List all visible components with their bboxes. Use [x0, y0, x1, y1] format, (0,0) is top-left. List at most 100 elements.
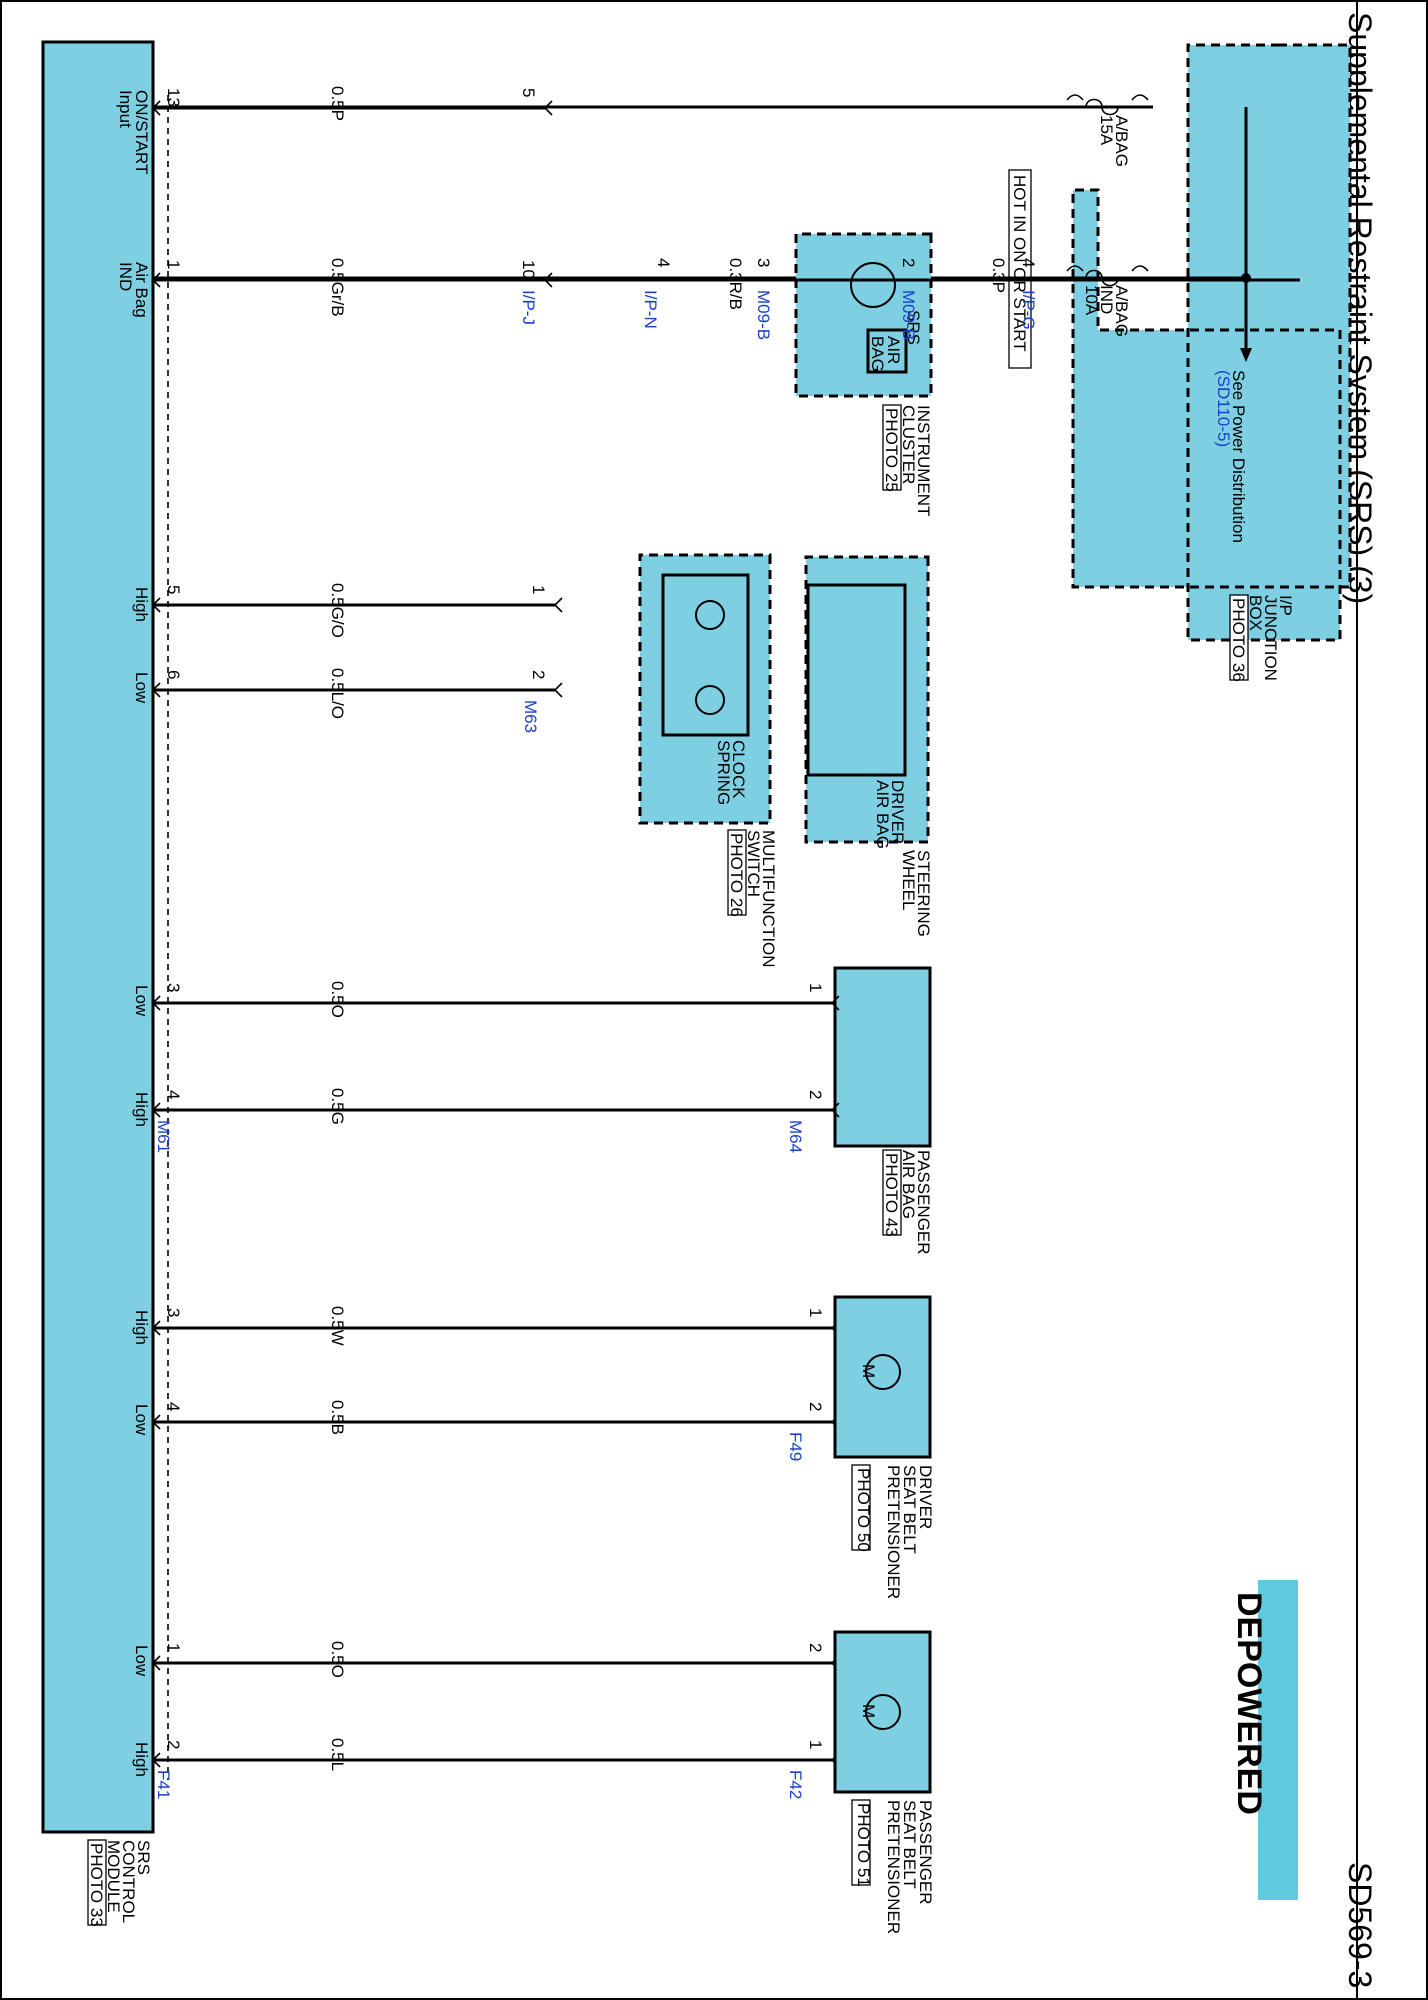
clock-spring-2-icon	[695, 685, 725, 715]
module-pin-label-11-0: High	[132, 1742, 151, 1777]
wire-label-6: 0.5O	[328, 981, 347, 1018]
module-pin-9: 4	[164, 1402, 183, 1411]
conn-f42: F42	[786, 1770, 805, 1799]
conn-ipj: I/P-J	[519, 290, 538, 325]
conn-ipg: I/P-G	[1019, 290, 1038, 330]
ppt-name-2: PRETENSIONER	[884, 1800, 903, 1934]
pin-chevron-far	[830, 1102, 840, 1118]
cluster-airbag-1: AIR	[884, 336, 903, 364]
far-pin-6: 1	[806, 983, 825, 992]
module-pin-label-8-0: High	[132, 1310, 151, 1345]
pin-ipn: 4	[654, 258, 673, 267]
pab-photo: PHOTO 43	[882, 1153, 901, 1237]
module-pin-label-0-1: Input	[116, 90, 135, 128]
cluster-photo-box	[882, 404, 902, 491]
pin-chevron-far	[543, 100, 553, 116]
depowered-badge	[1258, 1580, 1298, 1900]
srs-module-bar	[41, 40, 155, 1834]
srs-lamp-icon	[850, 262, 896, 308]
srs-label: SRS	[904, 310, 923, 345]
cluster-airbag-2: BAG	[868, 336, 887, 372]
module-pin-label-4-0: High	[132, 587, 151, 622]
wire-label-11: 0.5L	[328, 1738, 347, 1771]
wire-label-7: 0.5G	[328, 1088, 347, 1125]
far-pin-1: 10	[519, 260, 538, 279]
power-arrow	[1240, 348, 1252, 362]
far-pin-5: 2	[529, 670, 548, 679]
pin-chevron-far	[553, 682, 563, 698]
dpt-photo-box	[851, 1464, 871, 1551]
module-pin-label-7-0: High	[132, 1092, 151, 1127]
fuse2-name-3: 10A	[1082, 285, 1101, 316]
ppt-photo: PHOTO 51	[854, 1803, 873, 1887]
conn-m09b-right: M09-B	[899, 290, 918, 340]
cluster-name-1: INSTRUMENT	[914, 405, 933, 516]
far-pin-10: 2	[806, 1643, 825, 1652]
conn-m63: M63	[521, 700, 540, 733]
jb-name-2: JUNCTION	[1261, 595, 1280, 681]
passenger-motor-m: M	[859, 1704, 878, 1718]
module-pin-label-1-1: IND	[116, 262, 135, 291]
wire-label-5: 0.5L/O	[328, 668, 347, 719]
dpt-name-1: SEAT BELT	[900, 1465, 919, 1554]
far-pin-4: 1	[529, 585, 548, 594]
steering-wheel-box	[804, 555, 930, 844]
page-code: SD569-3	[1342, 1862, 1378, 1988]
sw-name-2: WHEEL	[899, 850, 918, 910]
cluster-name-2: CLUSTER	[899, 405, 918, 484]
srs-photo-box	[87, 1839, 107, 1926]
fuse-10a-icon	[1066, 265, 1149, 287]
srs-name-3: MODULE	[104, 1840, 123, 1913]
pab-name-1: PASSENGER	[914, 1150, 933, 1255]
depowered-text: DEPOWERED	[1230, 1592, 1268, 1815]
see-power-link: (SD110-5)	[1214, 370, 1233, 447]
conn-f41: F41	[154, 1770, 173, 1799]
wire-label-rb: 0.3R/B	[726, 258, 745, 310]
conn-f49: F49	[786, 1432, 805, 1461]
passenger-motor-icon	[865, 1694, 901, 1730]
clock-1: CLOCK	[729, 740, 748, 799]
dpt-name-2: PRETENSIONER	[884, 1465, 903, 1599]
module-pin-label-0-0: ON/START	[132, 90, 151, 174]
module-pin-10: 1	[164, 1643, 183, 1652]
dpt-name-0: DRIVER	[916, 1465, 935, 1529]
module-pin-6: 3	[164, 983, 183, 992]
mfs-name-2: SWITCH	[744, 830, 763, 897]
airbag-label-box	[866, 328, 908, 374]
far-pin-8: 1	[806, 1308, 825, 1317]
pin-m09-out: 2	[899, 258, 918, 267]
far-pin-11: 1	[806, 1740, 825, 1749]
ppt-photo-box	[851, 1799, 871, 1886]
module-pin-label-9-0: Low	[132, 1404, 151, 1436]
jb-photo-box	[1229, 594, 1249, 681]
far-pin-0: 5	[519, 88, 538, 97]
module-pin-8: 3	[164, 1308, 183, 1317]
fuse2-name-1: A/BAG	[1112, 285, 1131, 337]
module-pin-5: 6	[164, 670, 183, 679]
fuse-15a-icon	[1066, 94, 1149, 116]
far-pin-7: 2	[806, 1090, 825, 1099]
hot-label: HOT IN ON OR START	[1010, 175, 1029, 352]
driver-motor-m: M	[859, 1364, 878, 1378]
fuse1-name-2: 15A	[1097, 115, 1116, 146]
pin-chevron-far	[553, 597, 563, 613]
module-pin-label-10-0: Low	[132, 1645, 151, 1677]
srs-photo: PHOTO 33	[87, 1843, 106, 1927]
far-pin-9: 2	[806, 1402, 825, 1411]
sw-name-1: STEERING	[914, 850, 933, 937]
pin-ipg: 4	[1019, 258, 1038, 267]
pin-m09-in: 3	[754, 258, 773, 267]
dpt-photo: PHOTO 50	[854, 1468, 873, 1552]
clock-spring-box	[661, 573, 750, 737]
module-pin-label-5-0: Low	[132, 672, 151, 704]
fuse2-name-2: IND	[1097, 285, 1116, 314]
driver-motor-icon	[865, 1354, 901, 1390]
ip-junction-box-zone	[1071, 43, 1352, 642]
wire-label-9: 0.5B	[328, 1400, 347, 1435]
srs-name-2: CONTROL	[119, 1840, 138, 1923]
module-pin-label-6-0: Low	[132, 985, 151, 1017]
module-pin-label-1-0: Air Bag	[132, 262, 151, 318]
